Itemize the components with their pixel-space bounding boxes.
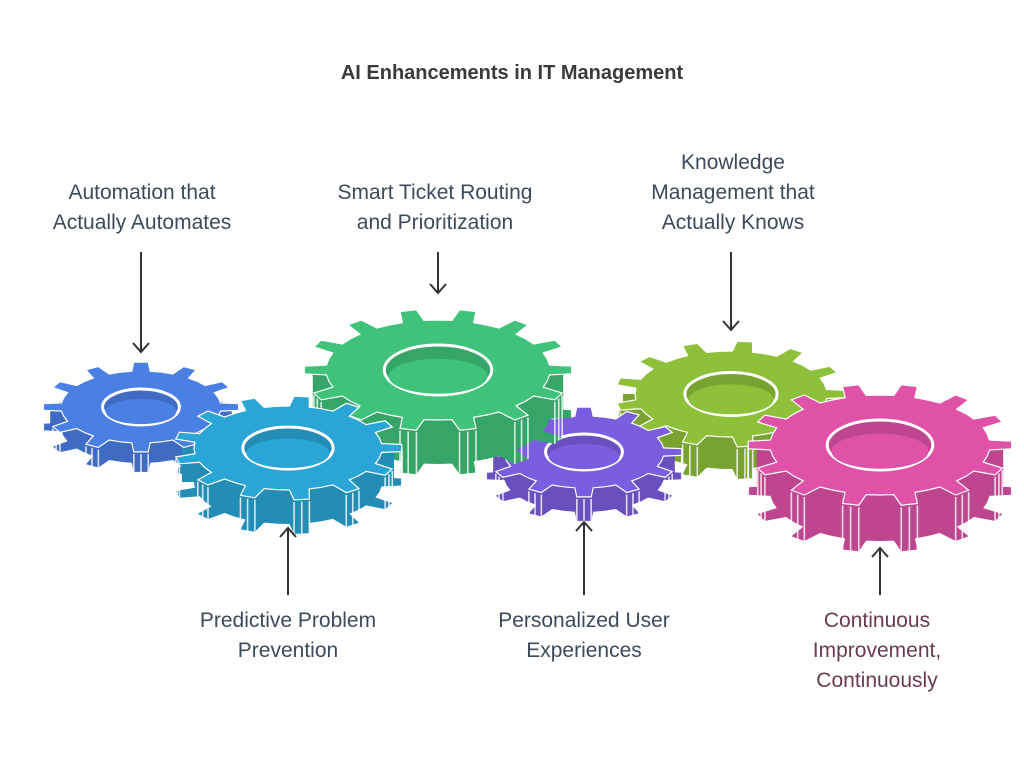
arrow-continuous bbox=[871, 546, 889, 595]
label-automation-line-2: Actually Automates bbox=[52, 211, 232, 234]
label-personalized-line-1: Personalized User bbox=[498, 609, 670, 632]
label-knowledge-line-2: Management that bbox=[651, 181, 815, 204]
label-smart-ticket: Smart Ticket Routing and Prioritization bbox=[305, 178, 565, 238]
label-personalized-line-2: Experiences bbox=[526, 639, 642, 662]
label-predictive-line-2: Prevention bbox=[237, 639, 339, 662]
label-continuous-line-3: Continuously bbox=[816, 669, 938, 692]
diagram-title: AI Enhancements in IT Management bbox=[340, 62, 684, 84]
label-knowledge: Knowledge Management that Actually Knows bbox=[620, 148, 846, 238]
label-smart-ticket-line-2: and Prioritization bbox=[356, 211, 514, 234]
label-continuous: Continuous Improvement, Continuously bbox=[770, 606, 984, 696]
arrow-personalized bbox=[575, 520, 593, 595]
label-smart-ticket-line-1: Smart Ticket Routing bbox=[337, 181, 533, 204]
arrow-smart-ticket bbox=[429, 252, 447, 295]
label-predictive-line-1: Predictive Problem bbox=[199, 609, 377, 632]
arrow-knowledge bbox=[722, 252, 740, 332]
label-knowledge-line-3: Actually Knows bbox=[661, 211, 805, 234]
label-knowledge-line-1: Knowledge bbox=[681, 151, 785, 174]
arrow-automation bbox=[132, 252, 150, 354]
label-automation: Automation that Actually Automates bbox=[22, 178, 262, 238]
label-continuous-line-1: Continuous bbox=[823, 609, 931, 632]
gear-personalized bbox=[174, 395, 403, 534]
label-continuous-line-2: Improvement, bbox=[812, 639, 942, 662]
label-automation-line-1: Automation that bbox=[68, 181, 216, 204]
label-predictive: Predictive Problem Prevention bbox=[166, 606, 410, 666]
label-personalized: Personalized User Experiences bbox=[462, 606, 706, 666]
gear-continuous bbox=[747, 384, 1013, 552]
arrow-predictive bbox=[279, 526, 297, 595]
